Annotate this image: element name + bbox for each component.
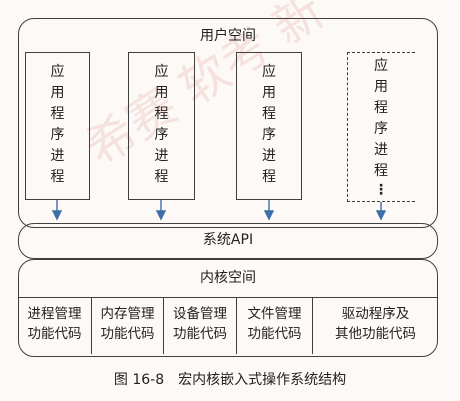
system-api-box: [18, 223, 438, 259]
user-space-box: [18, 18, 438, 228]
process-box-1: [25, 52, 90, 200]
kernel-space-label: 内核空间: [200, 270, 256, 286]
process-ellipsis: ⋮: [374, 182, 388, 198]
process-label-2: 应 用 程 序 进 程: [154, 64, 169, 185]
module-file-mgmt: 文件管理 功能代码: [247, 306, 302, 342]
process-label-3: 应 用 程 序 进 程: [262, 64, 276, 185]
process-label-1: 应 用 程 序 进 程: [50, 64, 65, 185]
module-memory-mgmt: 内存管理 功能代码: [100, 306, 155, 342]
user-space-label: 用户空间: [200, 28, 256, 44]
module-process-mgmt: 进程管理 功能代码: [27, 306, 82, 342]
module-divider-1: [91, 297, 93, 354]
process-label-4: 应 用 程 序 进 程: [374, 58, 388, 179]
module-divider-2: [163, 297, 165, 354]
module-device-mgmt: 设备管理 功能代码: [173, 306, 227, 342]
module-driver-other: 驱动程序及 其他功能代码: [335, 306, 416, 342]
kernel-space-box: [18, 259, 438, 357]
process-box-2: [128, 52, 195, 200]
kernel-divider: [18, 297, 438, 299]
figure-caption: 图 16-8 宏内核嵌入式操作系统结构: [113, 372, 347, 388]
module-divider-3: [236, 297, 238, 354]
process-box-3: [236, 52, 302, 200]
system-api-label: 系统API: [202, 232, 254, 248]
module-divider-4: [312, 297, 314, 354]
process-box-4: [347, 52, 415, 202]
